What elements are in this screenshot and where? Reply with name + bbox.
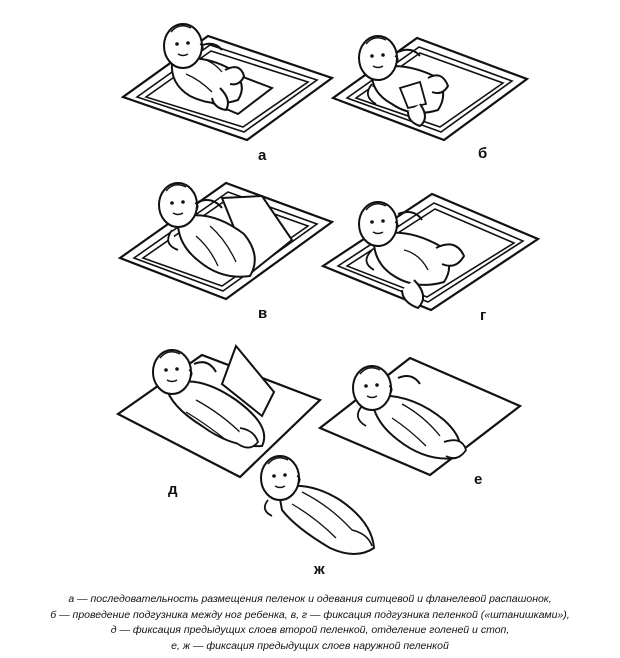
swaddling-steps-diagram: а б в	[115, 23, 541, 578]
panel-label-a: а	[258, 147, 267, 164]
panel-label-e: е	[474, 471, 482, 488]
panel-zh: ж	[260, 455, 376, 578]
baby-figure	[163, 23, 246, 112]
panel-label-zh: ж	[313, 561, 325, 578]
panel-label-b: б	[478, 145, 487, 162]
panel-e: е	[317, 356, 523, 488]
baby-figure	[358, 201, 466, 310]
panel-g: г	[320, 192, 541, 324]
caption-line: б — проведение подгузника между ног ребе…	[50, 608, 570, 621]
panel-label-v: в	[258, 305, 267, 322]
panel-label-d: д	[168, 481, 178, 498]
panel-d: д	[115, 344, 323, 498]
caption-line: а — последовательность размещения пелено…	[68, 593, 552, 605]
baby-figure	[352, 365, 467, 460]
baby-figure	[152, 344, 276, 449]
panel-v: в	[117, 181, 335, 322]
caption-line: д — фиксация предыдущих слоев второй пел…	[110, 624, 510, 636]
baby-figure	[260, 455, 376, 555]
baby-figure	[358, 35, 450, 128]
baby-figure	[158, 182, 294, 278]
panel-a: а	[120, 23, 335, 164]
swaddling-illustration: а б в	[115, 23, 541, 578]
caption-line: е, ж — фиксация предыдущих слоев наружно…	[171, 639, 449, 652]
panel-label-g: г	[480, 307, 486, 324]
panel-b: б	[330, 35, 530, 162]
figure-caption: а — последовательность размещения пелено…	[10, 592, 610, 654]
